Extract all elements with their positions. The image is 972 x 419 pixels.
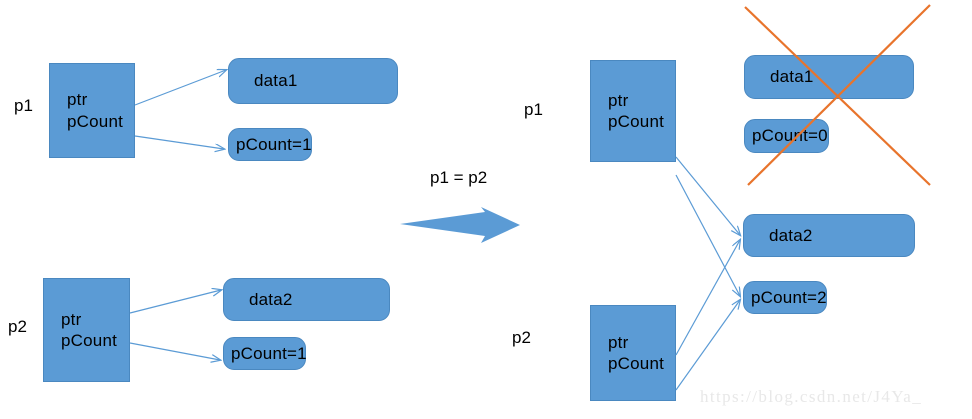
pcount2-box-after-shared: pCount=2 <box>743 281 827 314</box>
arrow-p1-to-pcount2-after <box>675 174 740 296</box>
p2-pointer-box-before: ptr pCount <box>43 278 130 382</box>
arrow-p2-to-pcount2-after <box>675 300 740 391</box>
label-p1-before: p1 <box>14 96 33 115</box>
data1-box-before: data1 <box>228 58 398 104</box>
transition-arrow-icon <box>400 207 520 243</box>
data2-box-after-shared: data2 <box>743 214 915 257</box>
data1-box-after-orphan: data1 <box>744 55 914 99</box>
pcount1-box-before-p2: pCount=1 <box>223 337 307 370</box>
operation-label: p1 = p2 <box>430 168 488 187</box>
label-p2-before: p2 <box>8 317 27 336</box>
watermark: https://blog.csdn.net/J4Ya_ <box>700 387 923 406</box>
p1-pointer-box-after-text: ptr pCount <box>608 90 665 131</box>
arrow-p1-to-pcount-before <box>134 135 224 149</box>
p2-pointer-box-after: ptr pCount <box>590 305 676 401</box>
arrow-p2-to-data2-after <box>675 240 740 356</box>
arrow-p1-to-data2-after <box>675 156 740 235</box>
p1-pointer-box-before-text: ptr pCount <box>67 90 124 131</box>
label-p2-after: p2 <box>512 328 531 347</box>
p2-pointer-box-before-text: ptr pCount <box>61 309 118 350</box>
label-p1-after: p1 <box>524 100 543 119</box>
p2-pointer-box-after-text: ptr pCount <box>608 332 665 373</box>
p1-pointer-box-after: ptr pCount <box>590 60 676 162</box>
arrow-p2-to-data2-before <box>129 290 221 314</box>
arrow-p1-to-data1-before <box>134 70 226 106</box>
p1-pointer-box-before: ptr pCount <box>49 63 135 158</box>
pcount0-box-after-orphan: pCount=0 <box>744 119 829 153</box>
data2-box-before: data2 <box>223 278 390 321</box>
arrow-p2-to-pcount-before <box>129 342 220 360</box>
pcount1-box-before-p1: pCount=1 <box>228 128 312 161</box>
